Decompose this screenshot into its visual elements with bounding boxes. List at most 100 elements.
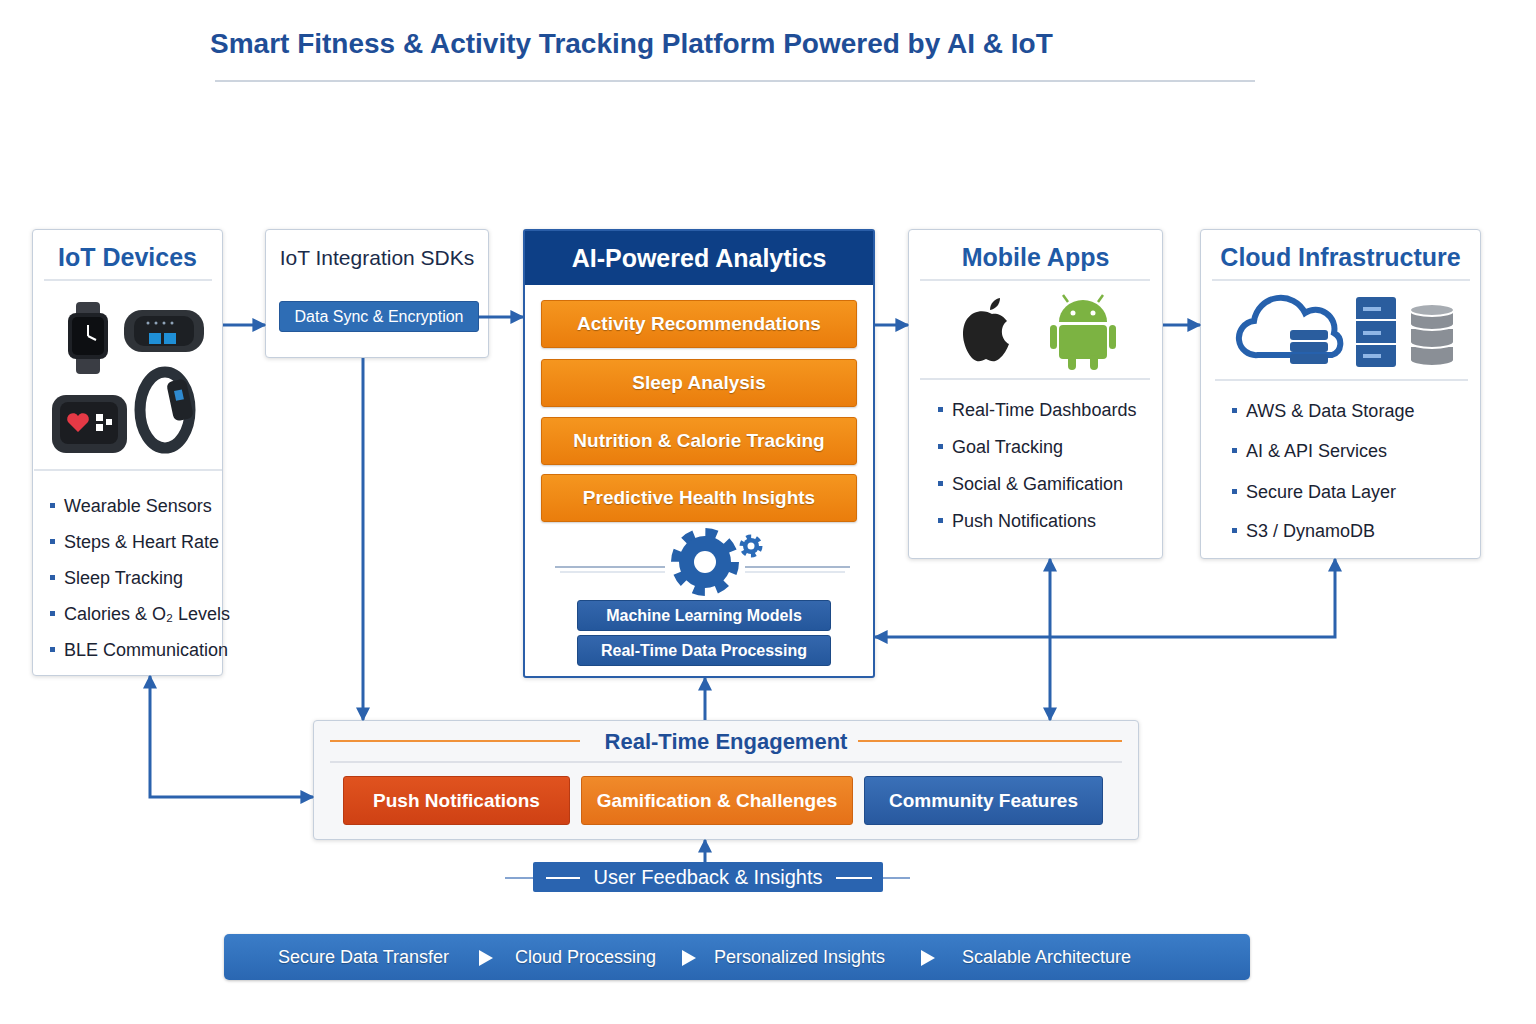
node-label: IoT Devices: [33, 242, 222, 272]
heart-rate-device-icon-part: [52, 395, 127, 453]
android-logo-part: [1109, 325, 1116, 349]
pipeline-band: Secure Data TransferCloud ProcessingPers…: [224, 934, 1250, 980]
gear-icon-part: [745, 572, 845, 573]
node-label: Nutrition & Calorie Tracking: [573, 430, 824, 452]
node-label: Predictive Health Insights: [583, 487, 815, 509]
engagement-rules-part: [858, 740, 1122, 742]
node-label: Community Features: [889, 790, 1078, 812]
engine-box: Real-Time Data Processing: [577, 635, 831, 666]
node-label: Push Notifications: [373, 790, 540, 812]
engagement-rules: [330, 741, 1122, 762]
fitness-band-icon-part: [147, 322, 150, 325]
gear-icon: [555, 533, 850, 591]
heart-rate-device-icon-part: [96, 424, 103, 431]
separator-lines-part: [1215, 379, 1468, 381]
smartwatch-icon-part: [76, 302, 100, 374]
fitness-band-icon-part: [155, 322, 158, 325]
feature-box: Predictive Health Insights: [541, 474, 857, 522]
separator-lines-part: [920, 378, 1150, 380]
node-label: IoT Integration SDKs: [266, 244, 488, 272]
node-text: Scalable Architecture: [962, 946, 1131, 968]
node-text: BLE Communication: [64, 639, 228, 661]
connector: [223, 324, 265, 327]
node-label: Sleep Analysis: [632, 372, 765, 394]
node-label: Real-Time Engagement: [314, 728, 1138, 756]
gear-icon-part: [676, 533, 734, 591]
node-text: Sleep Tracking: [64, 567, 183, 589]
engine-box: Machine Learning Models: [577, 600, 831, 631]
gear-icon-part: [743, 538, 759, 554]
smartwatch-icon-part: [88, 336, 96, 340]
database-icon-part: [1410, 328, 1454, 348]
process-box: Data Sync & Encryption: [279, 301, 479, 332]
separator-lines: [34, 280, 1470, 470]
node-text: Steps & Heart Rate: [64, 531, 219, 553]
gear-icon-part: [560, 572, 665, 573]
mobile-panel: Mobile AppsReal-Time DashboardsGoal Trac…: [908, 229, 1163, 559]
fitness-band-icon-part: [163, 322, 166, 325]
android-logo-part: [1059, 300, 1107, 322]
server-icon-part: [1363, 354, 1381, 358]
node-label: Real-Time Data Processing: [601, 642, 807, 660]
node-label: Mobile Apps: [909, 242, 1162, 272]
feedback-box: User Feedback & Insights: [533, 862, 883, 892]
connector: [704, 678, 707, 720]
node-label: Activity Recommendations: [577, 313, 821, 335]
smartwatch-icon-part: [68, 313, 108, 359]
engagement-panel: Real-Time EngagementPush NotificationsGa…: [313, 720, 1139, 840]
cloud-icon: [1239, 298, 1340, 364]
connector: [150, 676, 313, 797]
fitness-band-icon-part: [124, 310, 204, 352]
feature-box: Activity Recommendations: [541, 300, 857, 348]
heart-rate-device-icon-part: [67, 413, 89, 432]
separator-lines-part: [34, 469, 222, 471]
node-text: Real-Time Dashboards: [952, 399, 1136, 421]
fitness-band-icon: [124, 310, 204, 352]
gear-icon-part: [694, 551, 716, 573]
feedback-rules: [505, 878, 910, 879]
node-text: Calories & O₂ Levels: [64, 603, 230, 625]
flow-triangles-part: [479, 950, 493, 966]
smartwatch-icon-part: [87, 325, 89, 336]
smartwatch-icon: [68, 302, 108, 374]
gear-icon-part: [745, 566, 850, 568]
engagement-box: Community Features: [864, 776, 1103, 825]
connector: [875, 324, 908, 327]
engagement-rules-part: [330, 740, 580, 742]
android-logo-part: [1068, 355, 1076, 370]
connector: [362, 358, 365, 720]
flow-triangles-part: [921, 950, 935, 966]
sdk-panel: IoT Integration SDKsData Sync & Encrypti…: [265, 229, 489, 358]
wristband-icon-part: [174, 389, 184, 400]
apple-logo-part: [963, 311, 1009, 361]
android-logo-part: [1050, 325, 1057, 349]
node-text: AI & API Services: [1246, 440, 1387, 462]
separator-lines-part: [920, 279, 1150, 281]
engagement-rules-part: [330, 761, 1122, 763]
feedback-rules-part: [546, 877, 580, 879]
fitness-band-icon-part: [134, 316, 194, 346]
flow-triangles: [479, 950, 935, 966]
separator-lines-part: [1212, 279, 1470, 281]
node-text: S3 / DynamoDB: [1246, 520, 1375, 542]
node-text: Cloud Processing: [515, 946, 656, 968]
engagement-box: Push Notifications: [343, 776, 570, 825]
connector: [1163, 324, 1200, 327]
feature-box: Sleep Analysis: [541, 359, 857, 407]
cloud-icon-part: [1290, 354, 1328, 364]
gear-icon-part: [748, 543, 755, 550]
gear-icon-part: [742, 537, 760, 555]
node-label: Cloud Infrastructure: [1201, 242, 1480, 272]
heart-rate-device-icon-part: [60, 402, 118, 444]
wristband-icon-part: [166, 378, 194, 421]
node-text: Wearable Sensors: [64, 495, 212, 517]
heart-rate-device-icon-part: [96, 414, 103, 421]
server-icon-part: [1356, 343, 1396, 345]
server-icon-part: [1363, 331, 1381, 335]
wristband-icon: [140, 372, 194, 448]
feedback-rules-part: [883, 877, 910, 879]
node-label: AI-Powered Analytics: [525, 231, 873, 285]
android-logo-part: [1071, 311, 1076, 316]
